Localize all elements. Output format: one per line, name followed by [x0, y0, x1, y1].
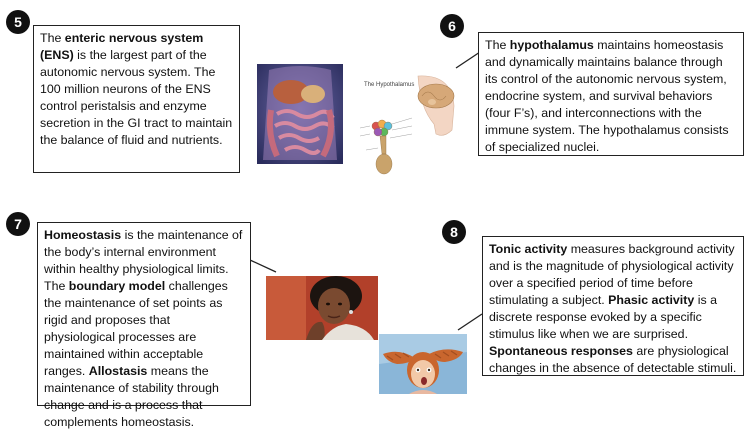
- panel-8-seg: is a discrete response evoked by a speci…: [489, 293, 717, 341]
- hypothalamus-diagram-title: The Hypothalamus: [364, 82, 415, 88]
- panel-7-text: Homeostasis is the maintenance of the bo…: [37, 222, 251, 429]
- panel-6-seg: maintains homeostasis and dynamically ma…: [485, 38, 729, 154]
- panel-8-text: Tonic activity measures background activ…: [482, 236, 744, 376]
- leader-line-8: [457, 313, 483, 331]
- panel-6-text: The hypothalamus maintains homeostasis a…: [478, 32, 744, 156]
- panel-8-seg: measures background activity and is the …: [489, 242, 735, 307]
- leader-line-7: [249, 259, 277, 273]
- panel-7-number: 7: [6, 212, 30, 236]
- panel-6-term: hypothalamus: [509, 38, 594, 52]
- panel-8-term: Spontaneous responses: [489, 344, 633, 358]
- leader-line-6: [455, 51, 481, 69]
- panel-5-seg: The: [40, 31, 65, 45]
- panel-6-number: 6: [440, 14, 464, 38]
- panel-5-seg: is the largest part of the autonomic ner…: [40, 48, 233, 147]
- panel-8-number: 8: [442, 220, 466, 244]
- surprised-child-image: [379, 334, 467, 394]
- panel-5-term: enteric nervous system (ENS): [40, 31, 204, 62]
- panel-8-term: Phasic activity: [608, 293, 695, 307]
- panel-8-seg: are physiological changes in the absence…: [489, 344, 737, 375]
- panel-7-seg: is the maintenance of the body’s interna…: [44, 228, 243, 293]
- hypothalamus-diagram-image: The Hypothalamus: [356, 68, 456, 186]
- panel-7-seg: challenges the maintenance of set points…: [44, 279, 228, 378]
- panel-5-text: The enteric nervous system (ENS) is the …: [33, 25, 240, 173]
- abdominal-anatomy-image: [257, 64, 343, 164]
- thoughtful-woman-image: [266, 276, 378, 340]
- panel-7-term: boundary model: [68, 279, 166, 293]
- panel-7-term: Allostasis: [88, 364, 148, 378]
- leader-lines: [249, 51, 483, 331]
- panel-8-term: Tonic activity: [489, 242, 568, 256]
- panel-6-seg: The: [485, 38, 510, 52]
- panel-7-term: Homeostasis: [44, 228, 122, 242]
- panel-5-number: 5: [6, 10, 30, 34]
